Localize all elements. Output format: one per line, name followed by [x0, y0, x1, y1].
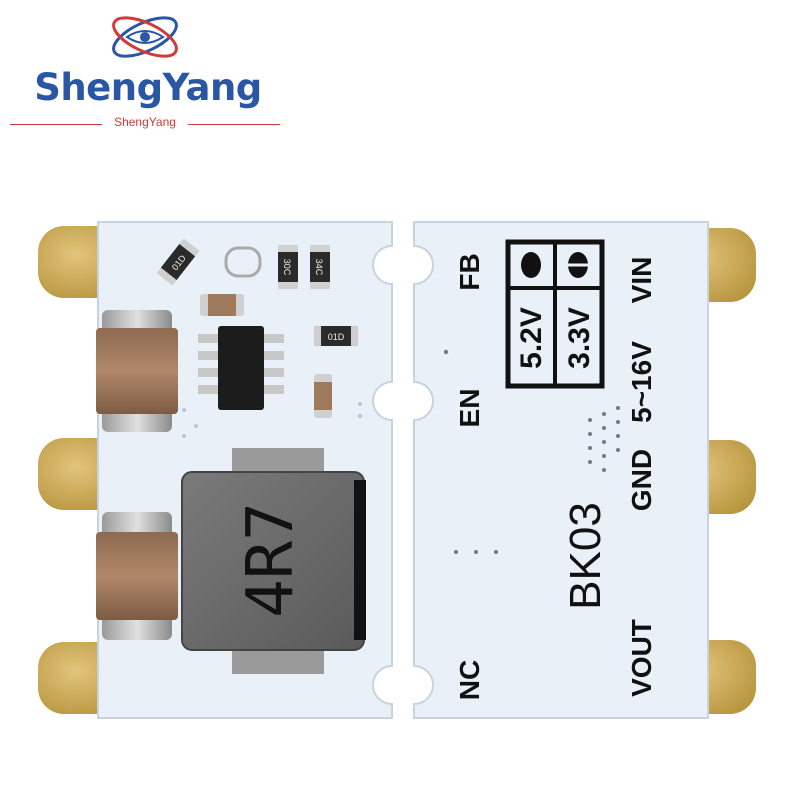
brand-name: ShengYang	[34, 66, 262, 109]
voltage-option-5v2: 5.2V	[515, 307, 548, 369]
via-holes	[182, 402, 362, 438]
brand-logo: ShengYang ShengYang	[0, 0, 290, 140]
left-board: 01D 30C 34C 01D	[38, 221, 393, 719]
resistor-3: 34C	[310, 245, 330, 289]
resistor-4: 01D	[314, 326, 358, 346]
pin-label-fb: FB	[454, 253, 485, 290]
ic-chip	[198, 326, 284, 410]
resistor-3-marking: 34C	[314, 259, 324, 276]
inductor-marking: 4R7	[234, 502, 308, 618]
resistor-2-marking: 30C	[282, 259, 292, 276]
right-board: 5.2V 3.3V FB EN NC VIN 5~16V GND VOUT BK…	[413, 221, 756, 719]
small-capacitors	[200, 246, 332, 418]
pin-label-gnd: GND	[626, 449, 657, 511]
pin-label-vout: VOUT	[626, 619, 657, 697]
eye-icon	[112, 16, 178, 58]
voltage-option-3v3: 3.3V	[563, 307, 596, 369]
resistor-2: 30C	[278, 245, 298, 289]
pin-label-en: EN	[454, 389, 485, 428]
resistor-1: 01D	[156, 238, 200, 286]
divider-left	[10, 124, 102, 125]
pin-label-nc: NC	[454, 660, 485, 700]
input-range-label: 5~16V	[626, 341, 657, 423]
divider-right	[188, 124, 280, 125]
pin-label-vin: VIN	[626, 257, 657, 304]
voltage-select-box: 5.2V 3.3V	[505, 239, 605, 389]
capacitor-2	[96, 512, 178, 640]
right-pcb	[413, 221, 709, 719]
brand-tagline: ShengYang	[114, 115, 176, 129]
board-model: BK03	[561, 502, 610, 610]
resistor-4-marking: 01D	[328, 332, 345, 342]
capacitor-1	[96, 310, 178, 432]
inductor: 4R7	[181, 448, 366, 674]
right-vias	[443, 349, 620, 554]
